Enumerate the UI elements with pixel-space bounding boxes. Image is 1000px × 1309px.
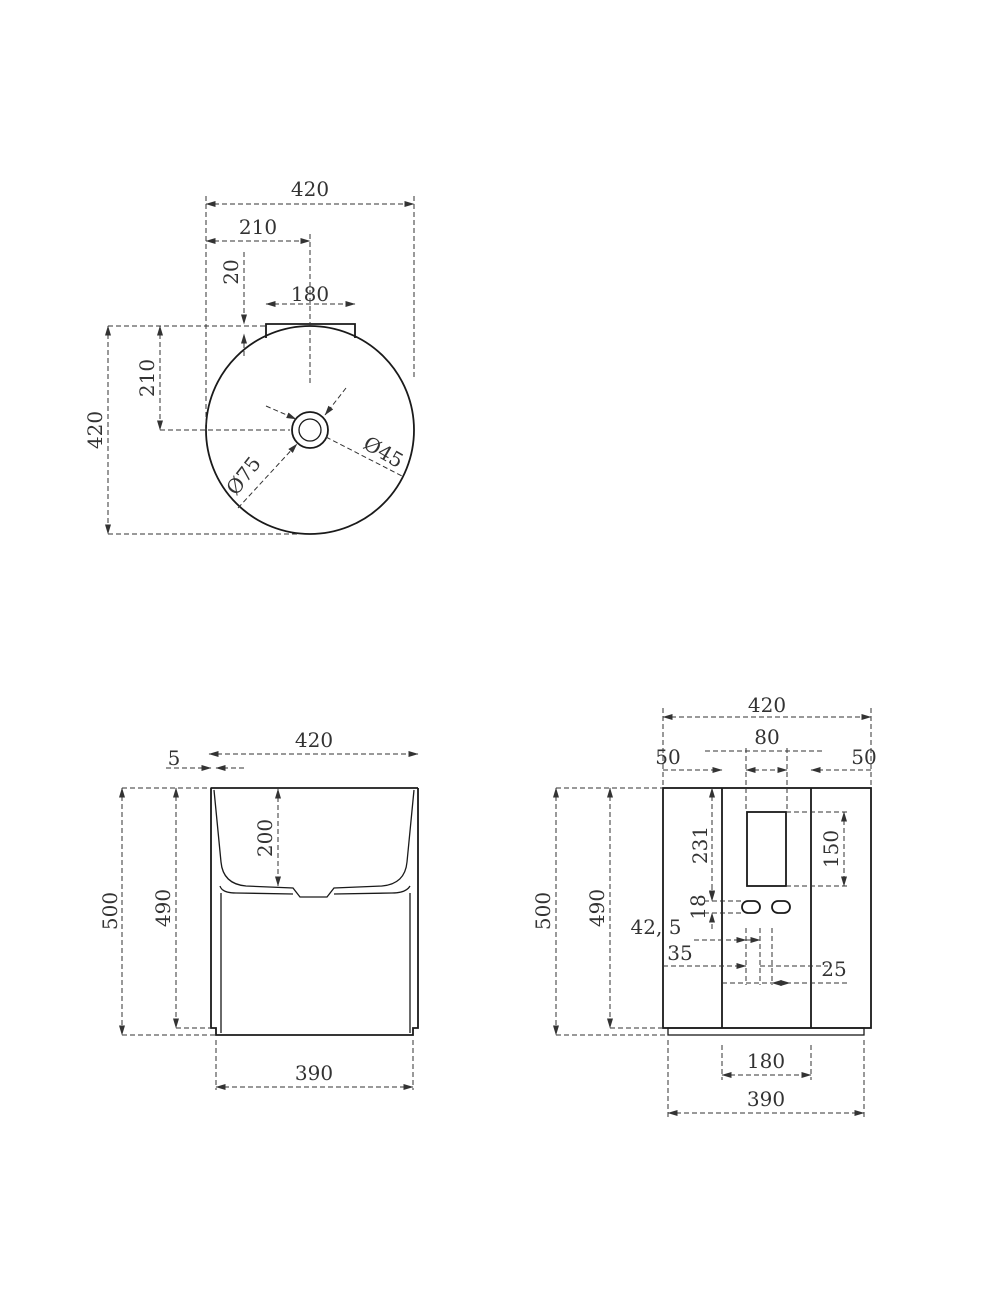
drain-outer bbox=[291, 411, 329, 449]
label-rear-base: 390 bbox=[747, 1087, 785, 1111]
front-bowl-inner bbox=[213, 789, 415, 898]
label-rear-panel: 180 bbox=[747, 1049, 785, 1073]
front-body-outline bbox=[210, 788, 419, 1036]
label-bowl-depth: 200 bbox=[253, 819, 277, 857]
label-top-width: 420 bbox=[291, 177, 329, 201]
label-top-tap-plate: 180 bbox=[291, 282, 329, 306]
rear-opening bbox=[746, 811, 787, 887]
label-rear-height: 500 bbox=[531, 892, 555, 930]
dim-drain-small-leader bbox=[265, 405, 297, 420]
front-view: 420 5 200 500 490 390 bbox=[98, 728, 419, 1090]
drain-inner bbox=[298, 418, 322, 442]
label-front-width: 420 bbox=[295, 728, 333, 752]
front-bowl-base bbox=[219, 885, 411, 895]
label-rear-inner-height: 490 bbox=[585, 889, 609, 927]
label-rear-side-right: 50 bbox=[851, 745, 876, 769]
top-view: 420 210 20 180 420 210 Ø45 Ø75 bbox=[83, 177, 415, 535]
label-rear-offset-b: 35 bbox=[667, 941, 692, 965]
rear-plinth bbox=[667, 1027, 865, 1036]
label-rear-offset-c: 25 bbox=[821, 957, 846, 981]
dim-drain-large-leader bbox=[237, 443, 298, 509]
label-rear-width: 420 bbox=[748, 693, 786, 717]
label-top-height: 420 bbox=[83, 411, 107, 449]
label-front-height: 500 bbox=[98, 892, 122, 930]
label-rear-upper-gap: 231 bbox=[688, 826, 712, 864]
label-top-half-height: 210 bbox=[135, 359, 159, 397]
label-rear-center: 80 bbox=[754, 725, 779, 749]
label-top-half-width: 210 bbox=[239, 215, 277, 239]
label-rear-opening: 150 bbox=[819, 830, 843, 868]
label-rear-side-left: 50 bbox=[655, 745, 680, 769]
dim-drain-small-leader bbox=[325, 436, 403, 477]
label-rear-offset-a: 42, 5 bbox=[631, 915, 682, 939]
label-front-wall: 5 bbox=[168, 746, 181, 770]
dim-drain-small-leader bbox=[324, 387, 347, 416]
rear-slot-left bbox=[741, 900, 761, 914]
rear-view: 420 80 50 50 500 490 231 18 150 bbox=[531, 693, 877, 1118]
label-rear-slot: 18 bbox=[686, 894, 710, 919]
label-front-inner-height: 490 bbox=[151, 889, 175, 927]
label-top-offset: 20 bbox=[219, 259, 243, 284]
label-front-base: 390 bbox=[295, 1061, 333, 1085]
rear-slot-right bbox=[771, 900, 791, 914]
